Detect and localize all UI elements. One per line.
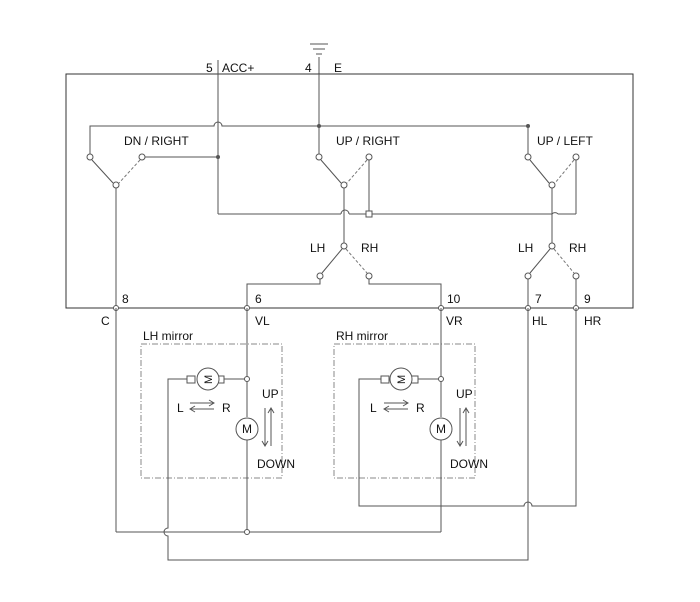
switch-up-right-label: UP / RIGHT	[336, 134, 400, 148]
lh-right-label: R	[222, 401, 231, 415]
terminal-4-number: 4	[305, 61, 312, 75]
terminal-6-number: 6	[255, 292, 262, 306]
terminal-7-name: HL	[532, 314, 548, 328]
rh-up-label: UP	[456, 387, 473, 401]
terminal-5-number: 5	[206, 61, 213, 75]
selector-2-lh-label: LH	[518, 241, 533, 255]
selector-2-rh-label: RH	[569, 241, 586, 255]
lh-mirror-title: LH mirror	[143, 329, 193, 343]
terminal-10-name: VR	[446, 314, 463, 328]
rh-left-label: L	[370, 401, 377, 415]
rh-mirror-box	[333, 343, 476, 479]
lh-down-label: DOWN	[257, 457, 295, 471]
terminal-6-name: VL	[255, 314, 270, 328]
switch-dn-right-label: DN / RIGHT	[124, 134, 189, 148]
rh-mirror-motors	[358, 308, 577, 532]
switch-dn-right	[86, 153, 146, 308]
terminal-8-number: 8	[122, 292, 129, 306]
terminal-5-name: ACC+	[222, 61, 254, 75]
selector-1	[246, 242, 442, 308]
switch-up-right	[315, 153, 373, 243]
ground-symbol	[310, 43, 328, 74]
selector-1-lh-label: LH	[310, 241, 325, 255]
terminal-10-number: 10	[447, 292, 461, 306]
lh-vertical-motor-label: M	[242, 422, 252, 436]
terminal-9-number: 9	[584, 292, 591, 306]
switch-up-left-label: UP / LEFT	[537, 134, 593, 148]
lh-horizontal-motor-label: M	[203, 375, 215, 384]
acc-bus	[142, 74, 577, 218]
rh-down-label: DOWN	[450, 457, 488, 471]
terminal-9-name: HR	[584, 314, 602, 328]
switch-housing	[65, 73, 634, 309]
selector-2	[524, 242, 580, 308]
lh-up-label: UP	[262, 387, 279, 401]
terminal-8-name: C	[101, 314, 110, 328]
rh-right-label: R	[416, 401, 425, 415]
switch-up-left	[524, 153, 580, 243]
lh-mirror-box	[140, 343, 283, 479]
rh-horizontal-motor-label: M	[396, 375, 408, 384]
lh-mirror-motors	[115, 308, 529, 561]
lh-left-label: L	[177, 401, 184, 415]
selector-1-rh-label: RH	[361, 241, 378, 255]
terminal-7-number: 7	[535, 292, 542, 306]
terminal-4-name: E	[334, 61, 342, 75]
rh-mirror-title: RH mirror	[336, 329, 388, 343]
rh-vertical-motor-label: M	[436, 422, 446, 436]
